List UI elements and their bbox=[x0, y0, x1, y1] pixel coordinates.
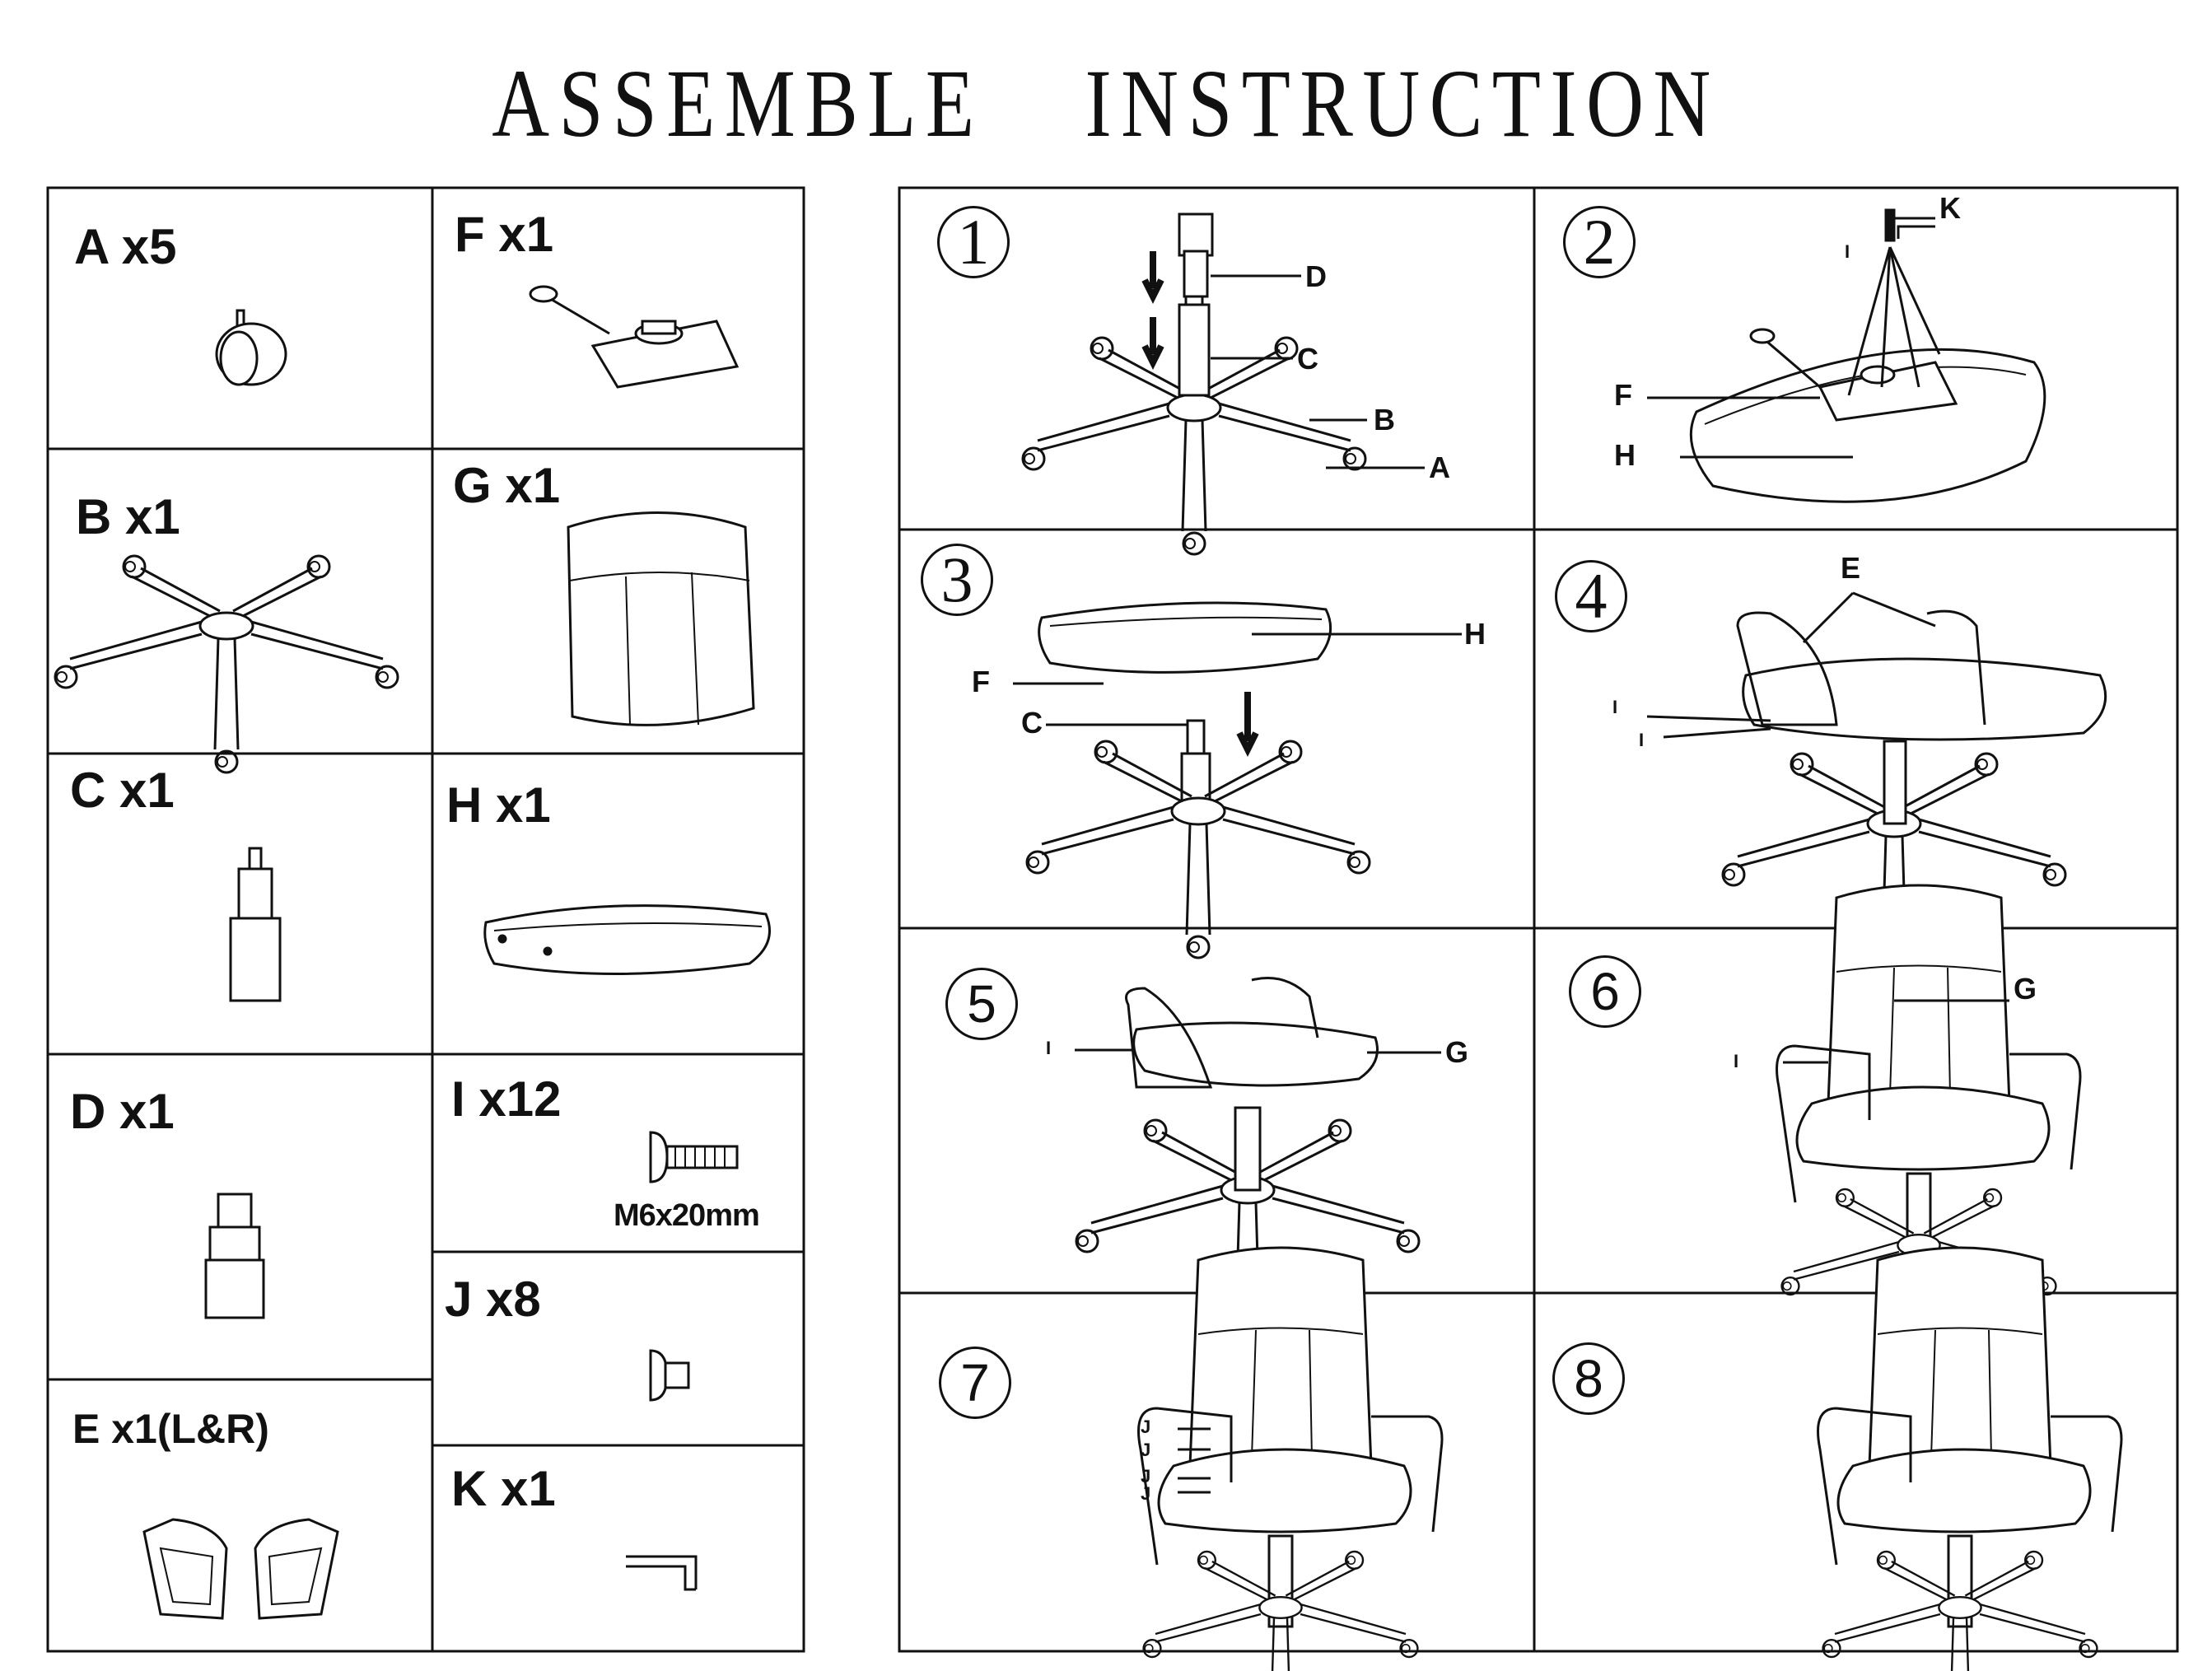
gas-lift-icon bbox=[229, 847, 282, 1002]
step-3-drawing bbox=[1013, 601, 1462, 958]
armrest-pair-icon bbox=[142, 1518, 339, 1620]
step-2-callout-h: H bbox=[1614, 438, 1636, 472]
five-star-base-icon bbox=[55, 556, 398, 772]
step-number-1: 1 bbox=[937, 206, 1010, 278]
step-7-callout-j-1: J bbox=[1141, 1417, 1151, 1437]
part-label-j: J x8 bbox=[445, 1272, 541, 1327]
part-label-a: A x5 bbox=[74, 219, 177, 274]
title-word-instruction: INSTRUCTION bbox=[1085, 49, 1720, 157]
step-1-callout-b: B bbox=[1374, 403, 1395, 436]
step-number-3: 3 bbox=[921, 544, 993, 616]
step-7-drawing bbox=[1139, 1248, 1443, 1671]
step-4-callout-i-bottom: I bbox=[1639, 730, 1645, 750]
part-label-h: H x1 bbox=[446, 777, 551, 833]
gas-lift-cover-icon bbox=[204, 1193, 265, 1319]
step-3-callout-f: F bbox=[972, 665, 990, 698]
step-1-drawing bbox=[1023, 212, 1425, 554]
step-2-callout-k: K bbox=[1939, 191, 1961, 225]
allen-key-icon bbox=[626, 1555, 698, 1591]
step-6-callout-i: I bbox=[1734, 1051, 1739, 1071]
step-1-callout-c: C bbox=[1297, 342, 1318, 376]
step-5-callout-i: I bbox=[1046, 1038, 1052, 1058]
part-label-e: E x1(L&R) bbox=[72, 1406, 269, 1452]
step-number-4: 4 bbox=[1555, 560, 1627, 632]
step-1-callout-a: A bbox=[1429, 450, 1450, 484]
part-label-c: C x1 bbox=[70, 763, 175, 818]
step-number-5: 5 bbox=[945, 968, 1018, 1040]
part-label-b: B x1 bbox=[76, 489, 180, 544]
step-7-callout-j-4: J bbox=[1141, 1483, 1151, 1504]
step-3-callout-h: H bbox=[1464, 617, 1486, 651]
part-label-i: I x12 bbox=[451, 1071, 562, 1127]
parts-grid-frame bbox=[46, 186, 805, 1653]
step-number-7: 7 bbox=[939, 1347, 1011, 1419]
step-1-callout-d: D bbox=[1305, 259, 1327, 293]
step-2-callout-f: F bbox=[1614, 378, 1632, 412]
step-5-callout-g: G bbox=[1445, 1035, 1469, 1069]
backrest-icon bbox=[567, 511, 755, 726]
step-4-callout-e: E bbox=[1841, 551, 1861, 585]
plug-cap-icon bbox=[649, 1349, 690, 1402]
bolt-icon bbox=[649, 1131, 739, 1183]
title-word-assemble: ASSEMBLE bbox=[492, 49, 984, 157]
part-label-f: F x1 bbox=[455, 207, 554, 262]
step-3-callout-c: C bbox=[1021, 706, 1043, 740]
step-number-6: 6 bbox=[1569, 955, 1641, 1028]
step-4-drawing bbox=[1646, 591, 2107, 970]
part-label-k: K x1 bbox=[451, 1461, 556, 1516]
bolt-spec-label: M6x20mm bbox=[614, 1198, 760, 1233]
step-7-callout-j-3: J bbox=[1141, 1466, 1151, 1487]
step-number-8: 8 bbox=[1552, 1342, 1625, 1415]
step-number-2: 2 bbox=[1563, 206, 1636, 278]
step-6-callout-g: G bbox=[2014, 972, 2037, 1006]
step-7-callout-j-2: J bbox=[1141, 1440, 1151, 1460]
step-2-callout-i: I bbox=[1845, 241, 1850, 262]
tilt-mechanism-icon bbox=[529, 285, 740, 389]
caster-wheel-icon bbox=[215, 309, 287, 386]
page-title: ASSEMBLE INSTRUCTION bbox=[199, 48, 2014, 157]
step-4-callout-i-top: I bbox=[1612, 697, 1618, 717]
step-5-drawing bbox=[1075, 977, 1441, 1337]
part-label-d: D x1 bbox=[70, 1084, 175, 1139]
step-6-drawing bbox=[1777, 885, 2081, 1362]
step-2-drawing bbox=[1647, 208, 2046, 503]
seat-cushion-icon bbox=[483, 904, 771, 975]
step-8-drawing bbox=[1818, 1248, 2122, 1671]
part-label-g: G x1 bbox=[453, 458, 561, 513]
